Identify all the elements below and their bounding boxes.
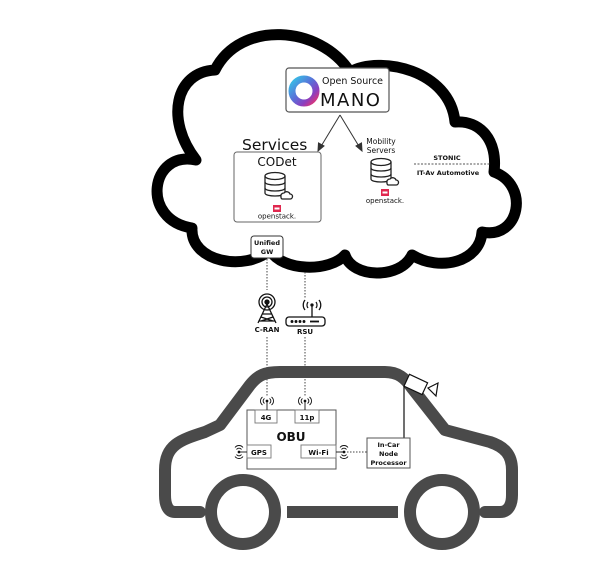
- arrow-to-services: [319, 114, 341, 149]
- mobility-servers: Mobility Servers openstack.: [366, 137, 404, 205]
- obu-box: 4G 11p OBU GPS Wi-Fi: [246, 409, 337, 470]
- codet-openstack-label: openstack.: [258, 213, 296, 221]
- cran-label: C-RAN: [255, 326, 280, 334]
- mobility-line1: Mobility: [366, 137, 396, 146]
- partners-divider: STONIC IT-Av Automotive: [414, 154, 490, 177]
- port-11p: [294, 409, 320, 424]
- partner-stonic: STONIC: [433, 154, 460, 162]
- openstack-icon: [273, 205, 281, 212]
- camera-icon: [403, 373, 439, 398]
- port-wifi-label: Wi-Fi: [308, 449, 328, 457]
- codet-box: CODet openstack.: [233, 151, 322, 223]
- mobility-openstack-label: openstack.: [366, 197, 404, 205]
- port-wifi: [300, 444, 337, 459]
- cell-tower-icon: [257, 293, 277, 324]
- port-gps-label: GPS: [251, 449, 267, 457]
- arrow-to-mobility: [339, 114, 361, 149]
- port-gps: [246, 444, 272, 459]
- partner-itav: IT-Av Automotive: [417, 169, 480, 177]
- antenna-icon-gps: [234, 445, 247, 459]
- antenna-icon-wifi: [336, 445, 349, 459]
- processor-line2: Node: [379, 450, 399, 458]
- processor-line1: In-Car: [377, 441, 400, 449]
- mano-line1: Open Source: [322, 76, 383, 87]
- port-4g-label: 4G: [261, 414, 272, 422]
- rear-wheel: [404, 474, 480, 550]
- unified-gw-box: Unified GW: [250, 235, 284, 259]
- obu-title: OBU: [276, 430, 305, 444]
- antenna-icon-4g: [260, 396, 274, 410]
- mano-line2: MANO: [320, 90, 381, 111]
- openstack-icon: [381, 189, 389, 196]
- antenna-icon-11p: [298, 396, 312, 410]
- mano-arrows: [317, 114, 363, 153]
- arrowhead-mobility: [355, 142, 363, 153]
- rsu-label: RSU: [297, 328, 313, 336]
- mobility-line2: Servers: [367, 146, 396, 155]
- processor-box: In-Car Node Processor: [366, 437, 411, 469]
- front-wheel: [205, 474, 281, 550]
- codet-label: CODet: [257, 155, 296, 169]
- car-body-outline: [159, 366, 518, 518]
- mano-logo-icon: [288, 75, 320, 107]
- services-heading: Services: [242, 136, 307, 154]
- port-4g: [254, 409, 278, 424]
- port-11p-label: 11p: [300, 414, 315, 422]
- database-cloud-icon: [264, 171, 294, 200]
- processor-line3: Processor: [370, 459, 407, 467]
- dotted-links: [266, 259, 367, 453]
- database-cloud-icon: [370, 157, 400, 186]
- arrowhead-services: [317, 142, 325, 153]
- car: [159, 366, 518, 550]
- rsu-router-icon: [285, 299, 326, 327]
- gw-line1: Unified: [254, 239, 280, 247]
- gw-line2: GW: [261, 248, 274, 256]
- mano-box: Open Source MANO: [285, 67, 390, 113]
